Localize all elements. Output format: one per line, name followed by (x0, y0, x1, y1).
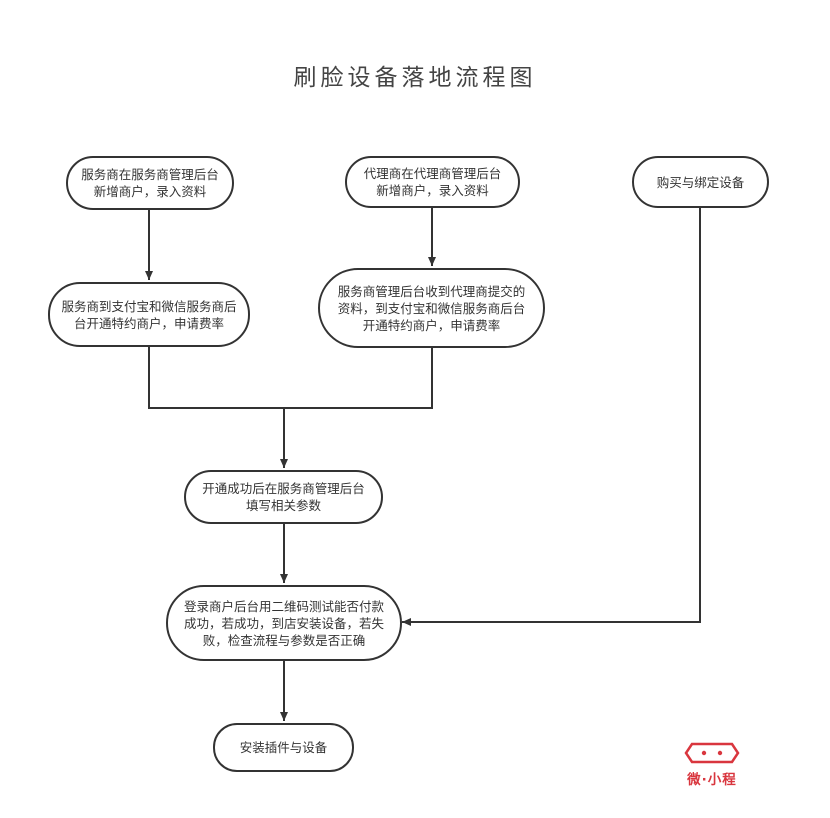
node-agent-add-merchant: 代理商在代理商管理后台 新增商户，录入资料 (345, 156, 520, 208)
node-install-plugin-device: 安装插件与设备 (213, 723, 354, 772)
diagram-title: 刷脸设备落地流程图 (293, 65, 537, 91)
node-fill-parameters: 开通成功后在服务商管理后台 填写相关参数 (184, 470, 383, 524)
node-buy-bind-device: 购买与绑定设备 (632, 156, 769, 208)
node-service-open-merchant: 服务商到支付宝和微信服务商后 台开通特约商户，申请费率 (48, 282, 250, 347)
watermark-logo-icon (684, 742, 740, 764)
edge-merge (148, 347, 433, 409)
node-service-receive-agent-data: 服务商管理后台收到代理商提交的 资料，到支付宝和微信服务商后台 开通特约商户，申… (318, 268, 545, 348)
watermark-logo-text: 微·小程 (687, 772, 737, 788)
edge-n3-n7 (402, 208, 701, 626)
node-test-payment: 登录商户后台用二维码测试能否付款 成功，若成功，到店安装设备，若失 败，检查流程… (166, 585, 402, 661)
node-service-add-merchant: 服务商在服务商管理后台 新增商户，录入资料 (66, 156, 234, 210)
